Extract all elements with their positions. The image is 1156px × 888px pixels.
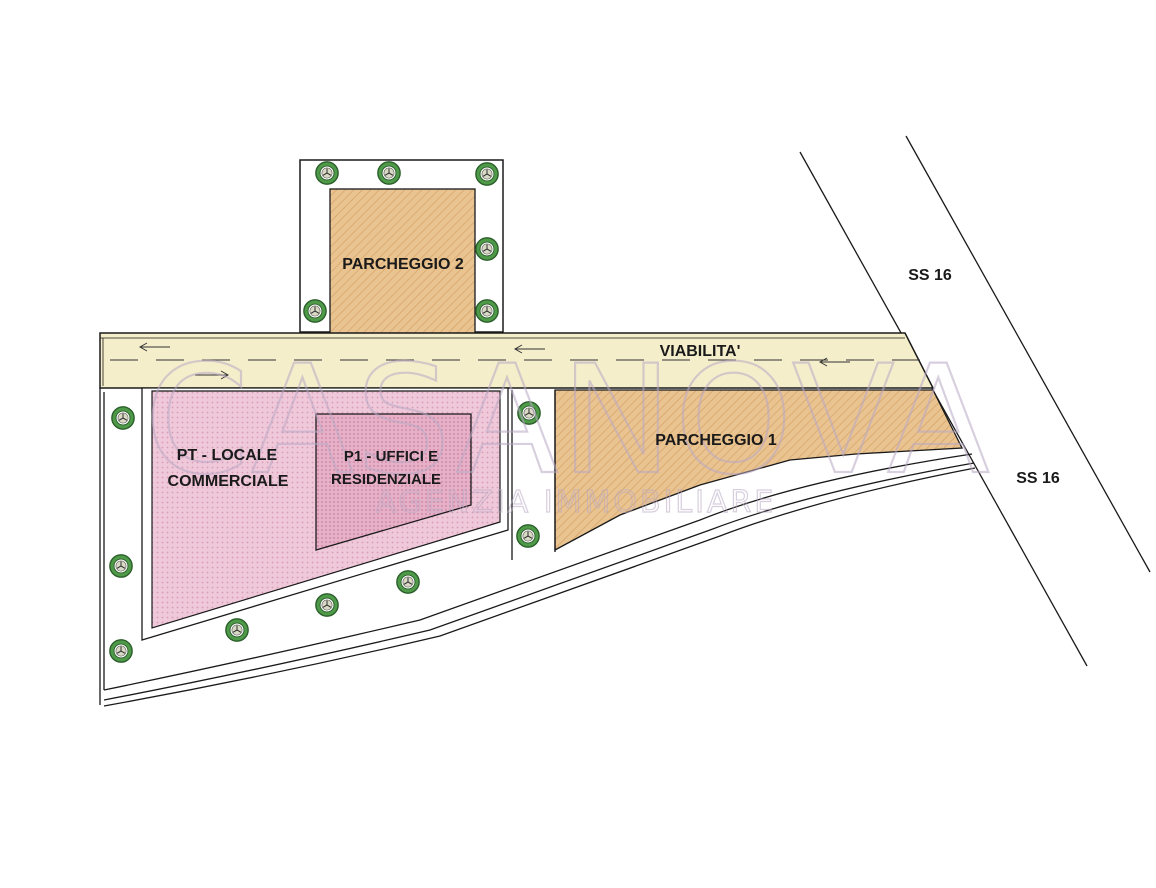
tree-icon — [475, 237, 499, 261]
ss16-road — [799, 135, 1151, 667]
parcheggio-1-label: PARCHEGGIO 1 — [655, 432, 777, 449]
viabilita-label: VIABILITA' — [660, 343, 741, 360]
tree-icon — [475, 299, 499, 323]
parcheggio-1-area — [554, 389, 964, 552]
tree-icon — [377, 161, 401, 185]
site-boundary — [99, 388, 976, 707]
casanova-watermark: CASANOVA AGENZIA IMMOBILIARE — [143, 333, 991, 521]
tree-icon — [475, 162, 499, 186]
p1-label-line2: RESIDENZIALE — [331, 471, 441, 488]
tree-icon — [109, 554, 133, 578]
parcheggio-2-block — [299, 159, 504, 335]
pt-label-line2: COMMERCIALE — [168, 473, 289, 490]
tree-icon — [109, 639, 133, 663]
ss16-label-bottom: SS 16 — [1016, 470, 1060, 487]
tree-icon — [111, 406, 135, 430]
tree-icon — [315, 161, 339, 185]
tree-icon — [315, 593, 339, 617]
tree-icon — [225, 618, 249, 642]
p1-label-line1: P1 - UFFICI E — [344, 448, 438, 465]
pt-label-line1: PT - LOCALE — [177, 447, 278, 464]
tree-icon — [303, 299, 327, 323]
viabilita-road — [99, 332, 935, 389]
svg-text:CASANOVA: CASANOVA — [144, 334, 991, 508]
tree-icon — [516, 524, 540, 548]
ss16-label-top: SS 16 — [908, 267, 952, 284]
svg-text:AGENZIA IMMOBILIARE: AGENZIA IMMOBILIARE — [376, 485, 777, 520]
p1-offices-block — [315, 413, 472, 551]
parcheggio-2-label: PARCHEGGIO 2 — [342, 256, 464, 273]
tree-icon — [396, 570, 420, 594]
